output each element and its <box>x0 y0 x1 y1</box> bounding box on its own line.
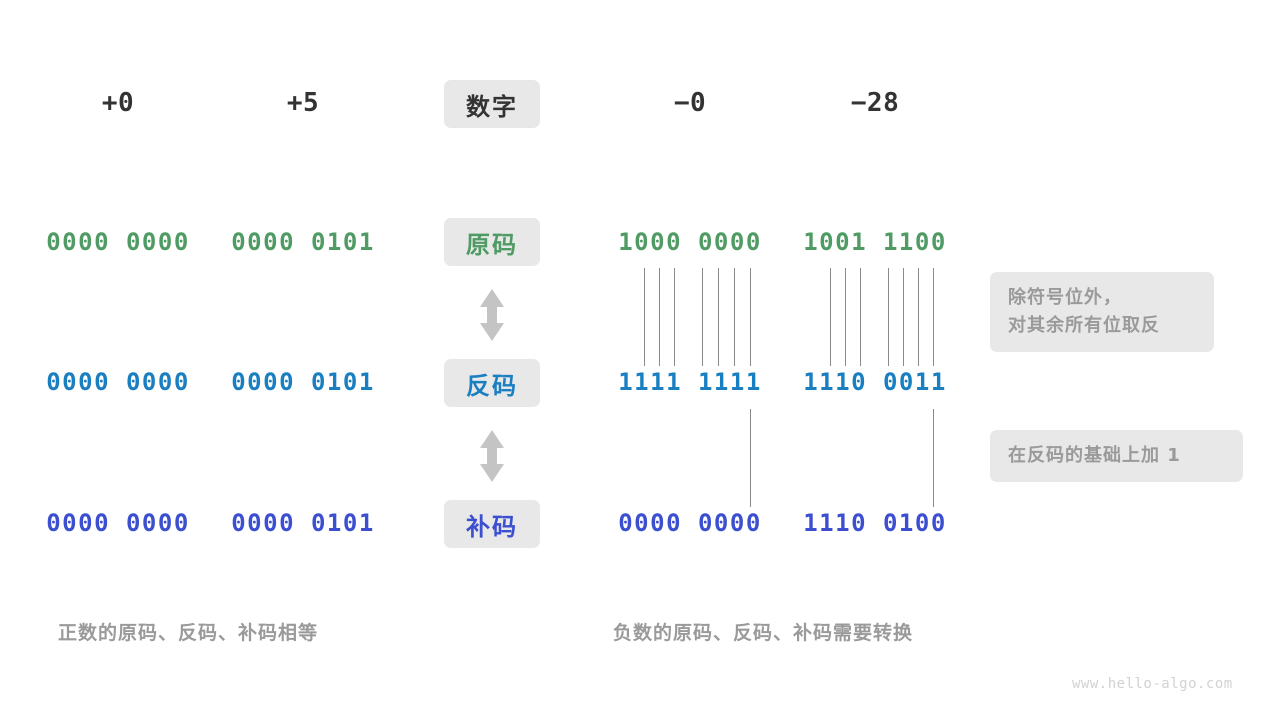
connector-line-minus-28-bit2 <box>830 268 832 366</box>
double-arrow-vertical-icon <box>480 430 504 482</box>
negative-caption: 负数的原码、反码、补码需要转换 <box>613 622 914 644</box>
yuan-plus-zero-bits: 0000 0000 <box>46 228 190 256</box>
watermark: www.hello-algo.com <box>1072 676 1233 692</box>
yuan-to-fan-arrow <box>477 287 507 347</box>
connector-line-minus-28-bit7 <box>918 268 920 366</box>
connector-line-minus-zero-bit4 <box>674 268 676 366</box>
fan-plus-zero-bits: 0000 0000 <box>46 368 190 396</box>
column-header-minus-28: −28 <box>850 88 900 118</box>
yuan-minus-zero-bits: 1000 0000 <box>618 228 762 256</box>
fan-minus-zero-bits: 1111 1111 <box>618 368 762 396</box>
bu-minus-zero-bits: 0000 0000 <box>618 509 762 537</box>
bu-plus-five-bits: 0000 0101 <box>231 509 375 537</box>
row-label-bu-chip: 补码 <box>444 500 540 548</box>
connector-line-minus-zero-bit7 <box>734 268 736 366</box>
connector-line-minus-zero-bit2 <box>644 268 646 366</box>
row-label-fan-chip: 反码 <box>444 359 540 407</box>
yuan-minus-28-bits: 1001 1100 <box>803 228 947 256</box>
connector-line-fan-to-bu-minus-28 <box>933 409 935 507</box>
connector-line-fan-to-bu-minus-zero <box>750 409 752 507</box>
connector-line-minus-zero-bit6 <box>718 268 720 366</box>
positive-caption: 正数的原码、反码、补码相等 <box>58 622 319 644</box>
connector-line-minus-28-bit4 <box>860 268 862 366</box>
connector-line-minus-zero-bit5 <box>702 268 704 366</box>
column-header-minus-zero: −0 <box>673 88 707 118</box>
column-header-number-chip: 数字 <box>444 80 540 128</box>
yuan-plus-five-bits: 0000 0101 <box>231 228 375 256</box>
bu-minus-28-bits: 1110 0100 <box>803 509 947 537</box>
column-header-plus-five: +5 <box>286 88 320 118</box>
connector-line-minus-28-bit3 <box>845 268 847 366</box>
connector-line-minus-zero-bit8 <box>750 268 752 366</box>
fan-minus-28-bits: 1110 0011 <box>803 368 947 396</box>
column-header-plus-zero: +0 <box>101 88 135 118</box>
bu-plus-zero-bits: 0000 0000 <box>46 509 190 537</box>
invert-note-line-1: 除符号位外， <box>1008 287 1122 308</box>
connector-line-minus-28-bit8 <box>933 268 935 366</box>
connector-line-minus-28-bit5 <box>888 268 890 366</box>
invert-note-line-2: 对其余所有位取反 <box>1008 315 1160 336</box>
add-one-note-line-1: 在反码的基础上加 1 <box>1008 445 1181 466</box>
fan-to-bu-arrow <box>477 428 507 488</box>
double-arrow-vertical-icon <box>480 289 504 341</box>
fan-plus-five-bits: 0000 0101 <box>231 368 375 396</box>
connector-line-minus-28-bit6 <box>903 268 905 366</box>
row-label-yuan-chip: 原码 <box>444 218 540 266</box>
invert-note: 除符号位外， 对其余所有位取反 <box>990 272 1214 352</box>
connector-line-minus-zero-bit3 <box>659 268 661 366</box>
add-one-note: 在反码的基础上加 1 <box>990 430 1243 482</box>
